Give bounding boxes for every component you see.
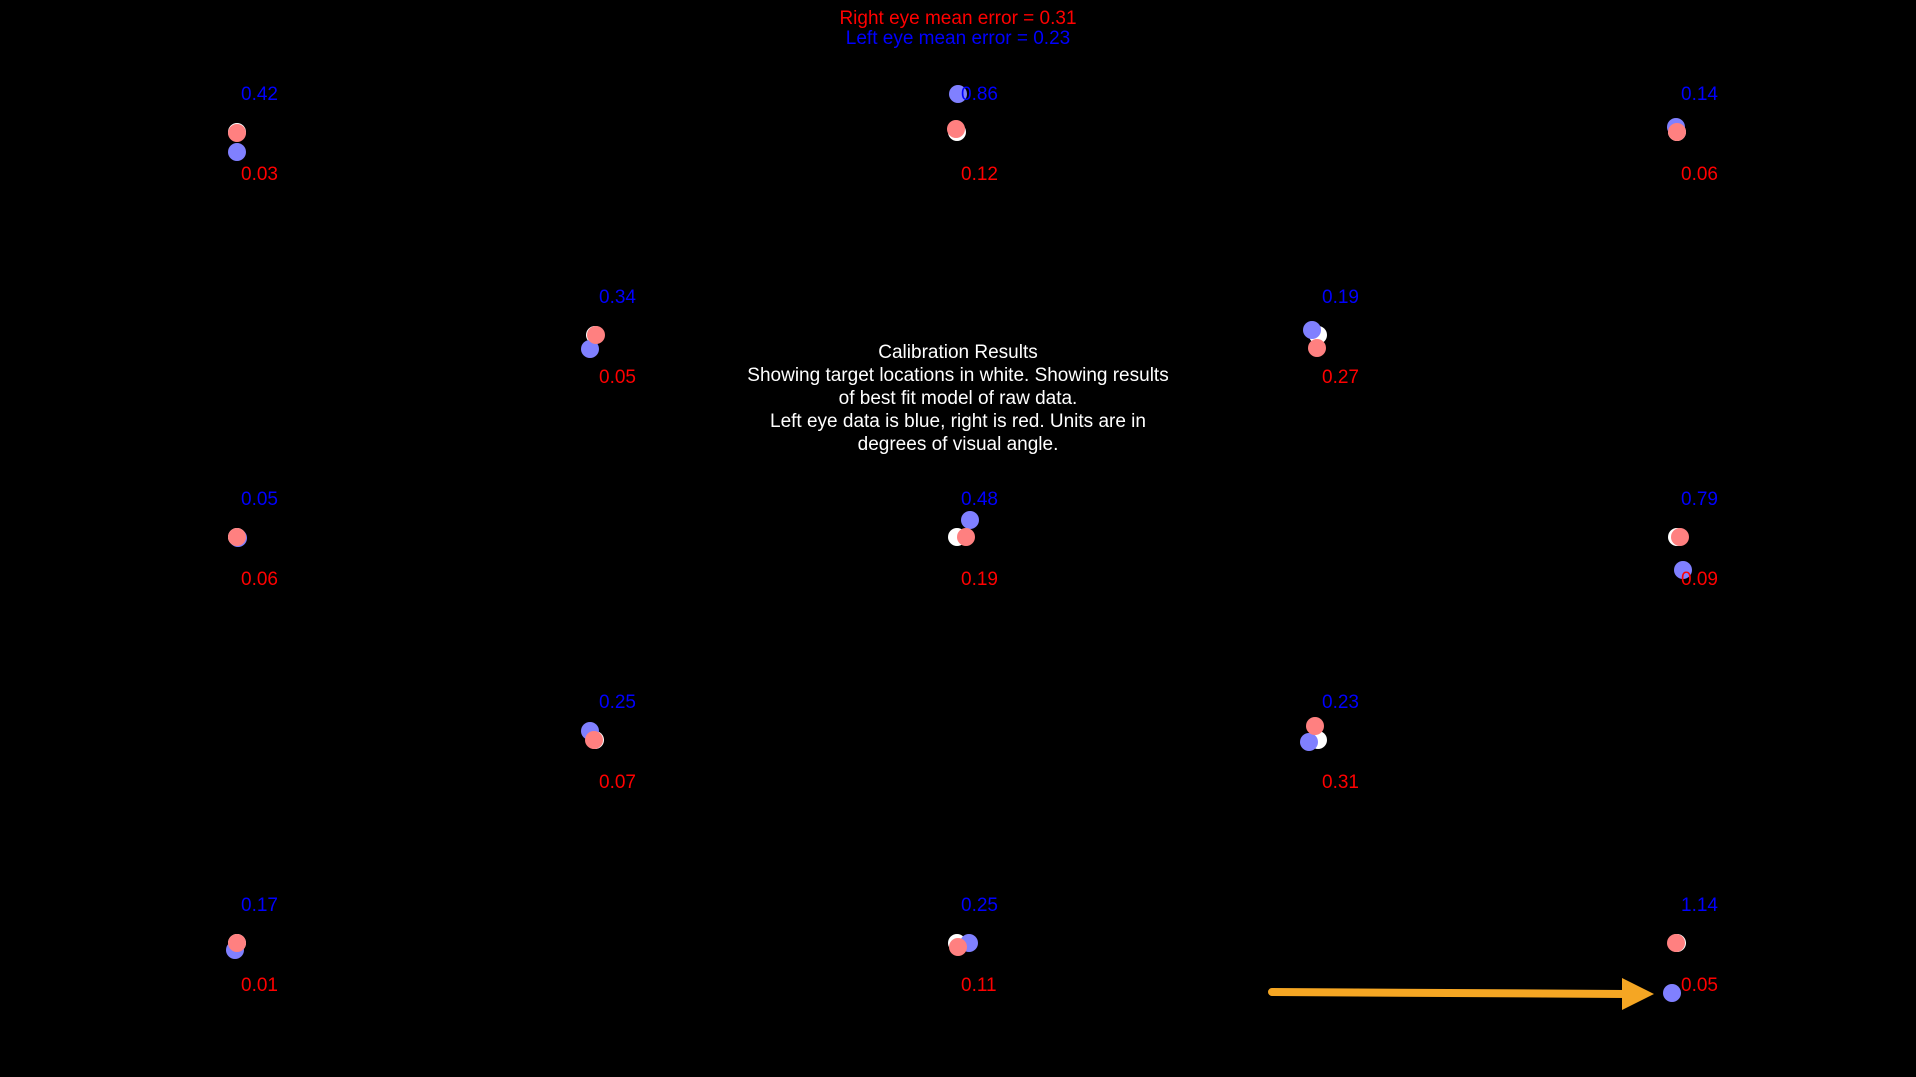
right-eye-error: 0.01 (241, 975, 278, 996)
left-eye-dot (1300, 733, 1318, 751)
left-eye-error: 1.14 (1681, 895, 1718, 916)
left-eye-dot (1663, 984, 1681, 1002)
right-eye-dot (228, 934, 246, 952)
right-eye-error: 0.27 (1322, 367, 1359, 388)
left-eye-error: 0.79 (1681, 489, 1718, 510)
right-eye-dot (1308, 339, 1326, 357)
right-eye-dot (1667, 934, 1685, 952)
info-line: degrees of visual angle. (857, 434, 1059, 455)
left-eye-error: 0.23 (1322, 692, 1359, 713)
right-eye-dot (228, 528, 246, 546)
left-eye-dot (581, 340, 599, 358)
left-eye-dot (228, 143, 246, 161)
left-eye-error: 0.48 (961, 489, 998, 510)
left-eye-dot (1303, 321, 1321, 339)
right-eye-error: 0.05 (599, 367, 636, 388)
left-eye-error: 0.14 (1681, 84, 1718, 105)
right-eye-error: 0.05 (1681, 975, 1718, 996)
left-eye-dot (949, 85, 967, 103)
left-eye-mean-error: Left eye mean error = 0.23 (845, 28, 1071, 49)
right-eye-dot (957, 528, 975, 546)
right-eye-error: 0.11 (961, 975, 997, 996)
right-eye-mean-error: Right eye mean error = 0.31 (839, 8, 1077, 29)
left-eye-error: 0.42 (241, 84, 278, 105)
arrow-shaft (1268, 988, 1630, 998)
left-eye-error: 0.19 (1322, 287, 1359, 308)
left-eye-error: 0.05 (241, 489, 278, 510)
info-title: Calibration Results (878, 342, 1038, 363)
left-eye-dot (1674, 561, 1692, 579)
right-eye-dot (1671, 528, 1689, 546)
right-eye-error: 0.19 (961, 569, 998, 590)
info-line: Showing target locations in white. Showi… (747, 365, 1169, 386)
right-eye-error: 0.03 (241, 164, 278, 185)
right-eye-dot (228, 124, 246, 142)
info-line: of best fit model of raw data. (838, 388, 1078, 409)
left-eye-error: 0.25 (961, 895, 998, 916)
info-line: Left eye data is blue, right is red. Uni… (770, 411, 1146, 432)
right-eye-error: 0.12 (961, 164, 998, 185)
right-eye-dot (1306, 717, 1324, 735)
right-eye-error: 0.31 (1322, 772, 1359, 793)
right-eye-dot (949, 938, 967, 956)
left-eye-error: 0.25 (599, 692, 636, 713)
arrow-head (1622, 978, 1654, 1010)
right-eye-error: 0.07 (599, 772, 636, 793)
right-eye-error: 0.06 (241, 569, 278, 590)
left-eye-error: 0.34 (599, 287, 636, 308)
right-eye-dot (1668, 123, 1686, 141)
right-eye-dot (947, 120, 965, 138)
calibration-info: Calibration Results Showing target locat… (658, 341, 1258, 456)
right-eye-dot (585, 731, 603, 749)
right-eye-error: 0.06 (1681, 164, 1718, 185)
left-eye-error: 0.86 (961, 84, 998, 105)
right-eye-error: 0.09 (1681, 569, 1718, 590)
left-eye-error: 0.17 (241, 895, 278, 916)
right-eye-dot (587, 326, 605, 344)
left-eye-dot (961, 511, 979, 529)
